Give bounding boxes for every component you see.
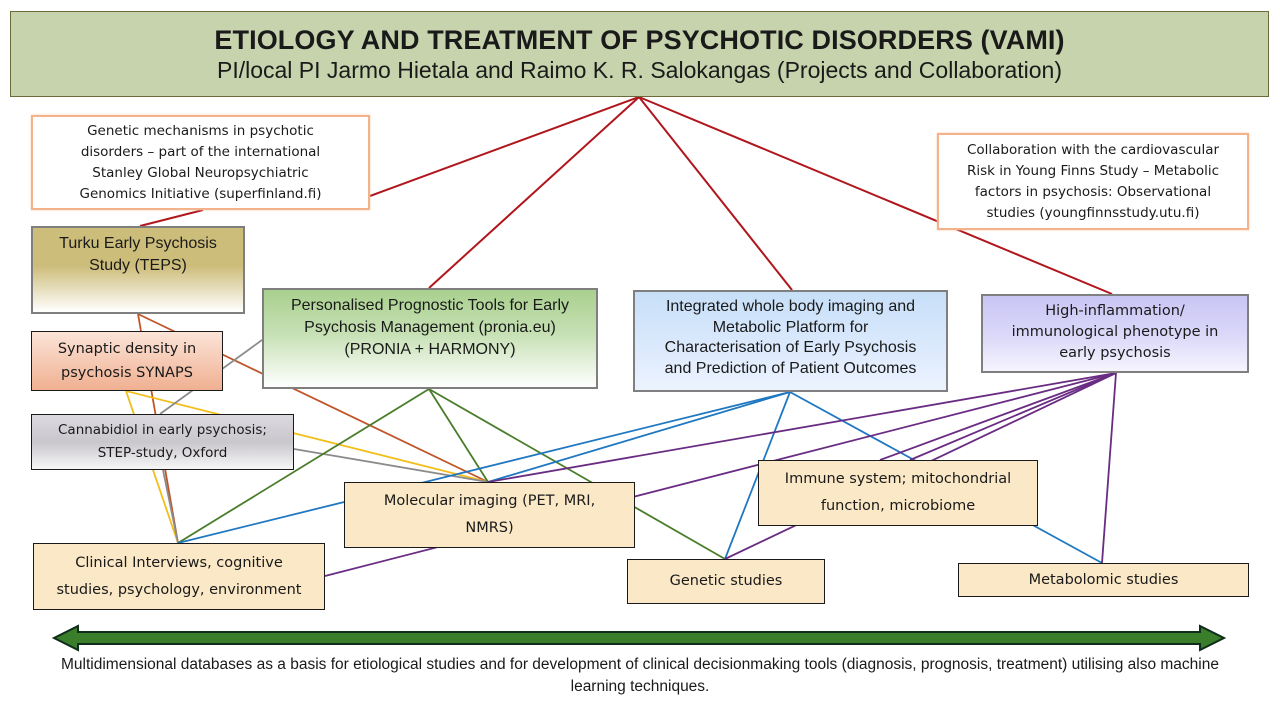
node-text: Immune system; mitochondrial function, mi… xyxy=(785,466,1011,520)
node-text-line: High-inflammation/ xyxy=(1045,303,1185,319)
link-synaps-to-molecular xyxy=(125,390,489,483)
arrow-shape xyxy=(51,624,1227,652)
cannabidiol-study-box: Cannabidiol in early psychosis; STEP-stud… xyxy=(31,414,294,470)
node-text-line: early psychosis xyxy=(1059,345,1171,361)
node-text-line: studies (youngfinnsstudy.utu.fi) xyxy=(986,204,1200,221)
node-text: Genetic studies xyxy=(670,568,783,595)
link-imaging-platform-to-genetic-studies xyxy=(724,391,791,560)
link-header-to-inflammation xyxy=(638,96,1113,295)
node-text: High-inflammation/immunological phenotyp… xyxy=(1012,301,1219,364)
node-text: Clinical Interviews, cognitive studies, p… xyxy=(57,550,302,604)
node-text-line: Genomics Initiative (superfinland.fi) xyxy=(79,185,322,202)
inflammation-phenotype-box: High-inflammation/immunological phenotyp… xyxy=(981,294,1249,373)
node-text-line: Immune system; mitochondrial xyxy=(784,471,1012,487)
link-pronia-to-molecular xyxy=(428,388,489,483)
node-text-line: Integrated whole body imaging and xyxy=(665,298,916,315)
link-genetic-note-to-teps xyxy=(139,209,204,227)
diagram-title: ETIOLOGY AND TREATMENT OF PSYCHOTIC DISO… xyxy=(214,25,1065,55)
synaps-study-box: Synaptic density in psychosis SYNAPS xyxy=(31,331,223,391)
node-text-line: (PRONIA + HARMONY) xyxy=(344,341,516,358)
link-pronia-to-genetic-studies xyxy=(428,388,726,560)
node-text-line: Psychosis Management (pronia.eu) xyxy=(304,319,556,336)
genetic-studies-box: Genetic studies xyxy=(627,559,825,604)
node-text-line: Metabolic Platform for xyxy=(712,318,869,336)
clinical-interviews-box: Clinical Interviews, cognitive studies, p… xyxy=(33,543,325,610)
node-text-line: Synaptic density in xyxy=(57,341,197,357)
node-text-line: Risk in Young Finns Study – Metabolic xyxy=(966,162,1220,179)
node-text-line: Metabolomic studies xyxy=(1028,571,1179,588)
node-text: Genetic mechanisms in psychotic disorders… xyxy=(79,121,321,205)
node-text: Synaptic density in psychosis SYNAPS xyxy=(58,337,196,385)
node-text-line: Genetic studies xyxy=(669,573,783,589)
node-text-line: studies, psychology, environment xyxy=(56,581,302,598)
node-text-line: factors in psychosis: Observational xyxy=(974,183,1212,200)
node-text: Molecular imaging (PET, MRI, NMRS) xyxy=(384,488,595,542)
node-text-line: Cannabidiol in early psychosis; xyxy=(58,422,267,438)
node-text-line: Stanley Global Neuropsychiatric xyxy=(92,164,309,181)
node-text-line: Molecular imaging (PET, MRI, xyxy=(383,493,596,509)
link-cannabidiol-to-molecular xyxy=(293,448,489,483)
diagram-header: ETIOLOGY AND TREATMENT OF PSYCHOTIC DISO… xyxy=(10,11,1269,97)
node-text-line: Clinical Interviews, cognitive xyxy=(75,554,283,571)
node-text-line: Personalised Prognostic Tools for Early xyxy=(290,297,570,314)
node-text-line: immunological phenotype in xyxy=(1011,324,1219,340)
link-header-to-genetic-note xyxy=(369,96,640,197)
link-imaging-platform-to-clinical xyxy=(177,391,791,544)
node-text-line: disorders – part of the international xyxy=(80,143,321,160)
node-text-line: NMRS) xyxy=(465,520,514,536)
molecular-imaging-box: Molecular imaging (PET, MRI, NMRS) xyxy=(344,482,635,548)
node-text: Cannabidiol in early psychosis; STEP-stud… xyxy=(58,419,267,465)
double-headed-arrow xyxy=(51,624,1227,652)
link-header-to-pronia xyxy=(428,96,640,289)
link-pronia-to-clinical xyxy=(177,388,430,544)
link-header-to-imaging-platform xyxy=(638,96,793,291)
node-text-line: and Prediction of Patient Outcomes xyxy=(664,359,917,377)
node-text-line: Characterisation of Early Psychosis xyxy=(664,339,917,356)
genetic-mechanisms-note: Genetic mechanisms in psychotic disorders… xyxy=(31,115,370,210)
node-text-line: Genetic mechanisms in psychotic xyxy=(87,122,314,139)
node-text-line: Study (TEPS) xyxy=(89,257,187,274)
link-inflammation-to-molecular xyxy=(487,372,1117,483)
link-inflammation-to-immune-secondary xyxy=(879,372,1117,461)
footer-caption: Multidimensional databases as a basis fo… xyxy=(61,656,1219,695)
node-text-line: function, microbiome xyxy=(820,498,976,514)
link-cannabidiol-to-clinical xyxy=(162,469,179,544)
link-inflammation-to-metabolomic xyxy=(1101,372,1117,564)
node-text-line: Turku Early Psychosis xyxy=(59,235,217,252)
immune-system-box: Immune system; mitochondrial function, mi… xyxy=(758,460,1038,526)
link-imaging-platform-to-molecular xyxy=(487,391,791,483)
node-text-line: STEP-study, Oxford xyxy=(97,445,228,461)
metabolomic-studies-box: Metabolomic studies xyxy=(958,563,1249,597)
link-inflammation-to-immune xyxy=(909,372,1117,461)
diagram-subtitle: PI/local PI Jarmo Hietala and Raimo K. R… xyxy=(216,57,1062,83)
node-text-line: Collaboration with the cardiovascular xyxy=(966,141,1220,158)
node-text: Metabolomic studies xyxy=(1029,567,1179,594)
node-text-line: psychosis SYNAPS xyxy=(61,365,193,381)
